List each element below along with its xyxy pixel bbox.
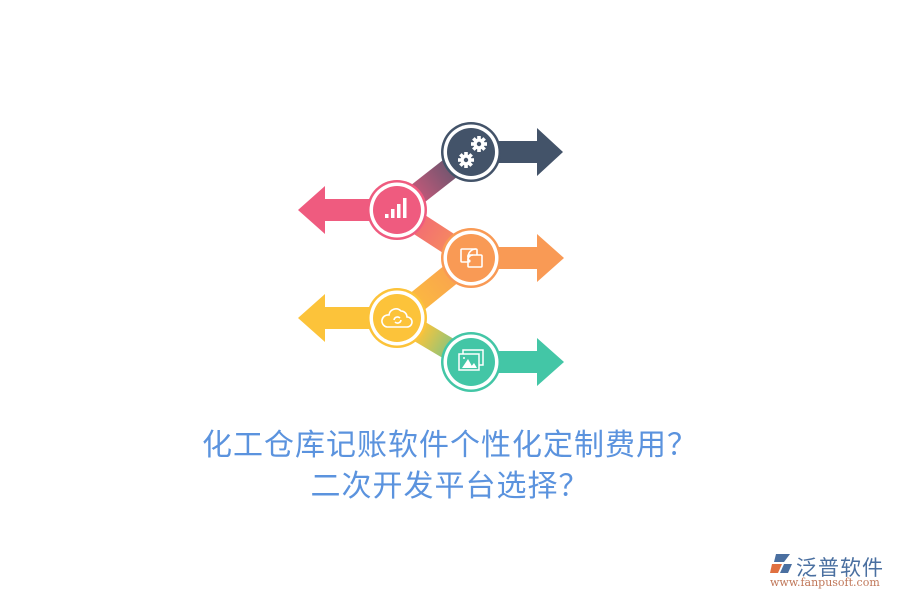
step-cloud-sync bbox=[367, 288, 427, 348]
title-line-1: 化工仓库记账软件个性化定制费用？ bbox=[202, 428, 698, 463]
arrow-left-step2 bbox=[298, 186, 397, 234]
arrow-left-step4 bbox=[298, 294, 397, 342]
gears-icon bbox=[458, 136, 487, 168]
image-gallery-icon bbox=[458, 349, 484, 371]
step-image-gallery bbox=[441, 332, 501, 392]
logo-url: www.fanpusoft.com bbox=[770, 576, 880, 589]
brand-logo: 泛普软件 www.fanpusoft.com bbox=[770, 552, 895, 592]
bar-chart-icon bbox=[385, 198, 407, 218]
wireless-screen-icon bbox=[460, 248, 483, 268]
logo-mark-icon bbox=[770, 554, 792, 573]
step-gears bbox=[441, 122, 501, 182]
arrow-right-step5 bbox=[471, 338, 564, 386]
step-wireless-screen bbox=[441, 228, 501, 288]
step-bar-chart bbox=[367, 180, 427, 240]
cloud-sync-icon bbox=[381, 308, 413, 328]
title-line-2: 二次开发平台选择？ bbox=[310, 469, 590, 504]
arrow-right-step3 bbox=[471, 234, 564, 282]
arrow-right-step1 bbox=[471, 128, 563, 176]
logo-name: 泛普软件 bbox=[796, 556, 884, 580]
